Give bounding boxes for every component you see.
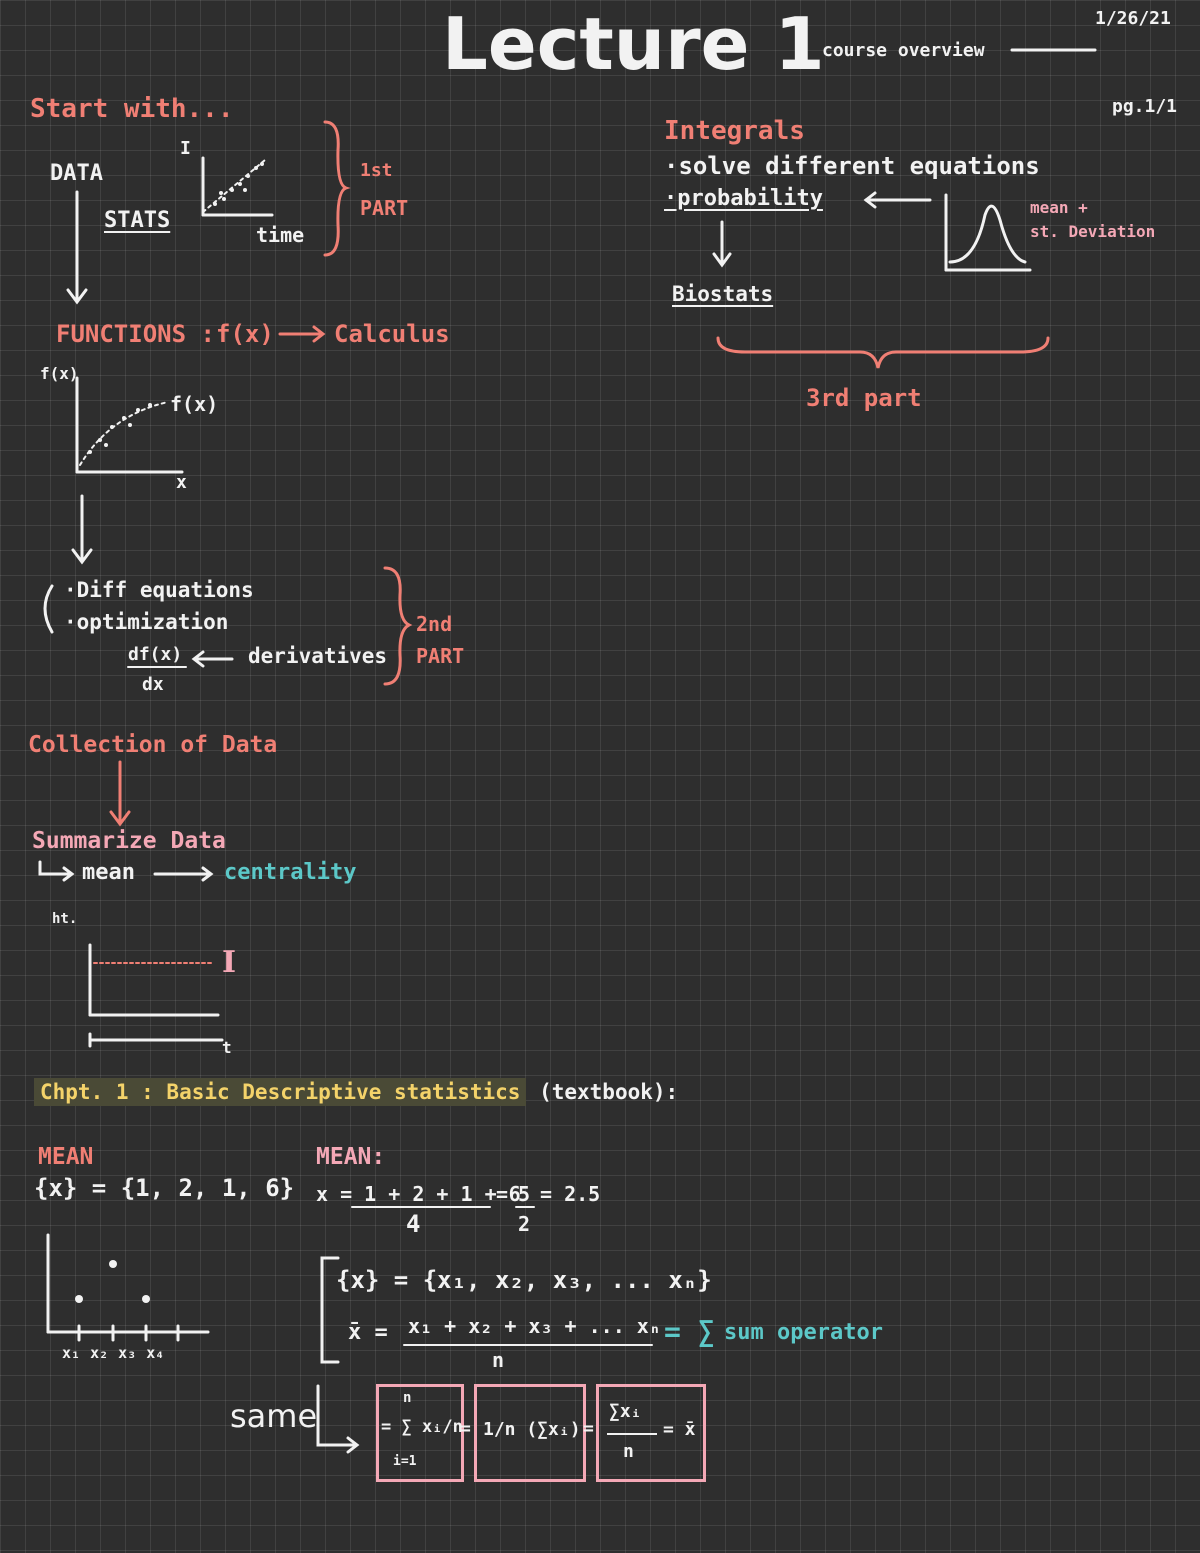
t-axis-label: t (222, 1038, 232, 1057)
general-set: {x} = {x₁, x₂, x₃, ... xₙ} (336, 1266, 712, 1294)
part2-number: 2nd (416, 612, 453, 636)
graph-fx-curve-label: f(x) (170, 392, 219, 416)
chapter-heading: Chpt. 1 : Basic Descriptive statistics (… (34, 1078, 679, 1106)
fx-label: f(x) (216, 320, 274, 348)
part1-number: 1st (360, 160, 393, 181)
box3-fraction-bar (607, 1433, 657, 1435)
box1-sigma-top: n (403, 1390, 412, 1406)
formula-box-1: n = ∑ xᵢ/n i=1 (376, 1384, 464, 1482)
box3-xbar: = x̄ (663, 1419, 696, 1440)
mean-calc-frac-num: 5 (518, 1182, 531, 1206)
mean-right-heading: MEAN: (316, 1144, 386, 1170)
mean-calc-equals: = (496, 1182, 509, 1206)
mean-left-heading: MEAN (38, 1144, 94, 1170)
optimization-item: ·optimization (64, 610, 229, 634)
axis-i-label: I (180, 138, 191, 159)
interval-symbol: I (222, 945, 237, 980)
equals-1: = (460, 1418, 471, 1439)
centrality-label: centrality (224, 860, 357, 885)
graph-fx-y-label: f(x) (40, 364, 79, 383)
mean-plus-label: mean + (1030, 198, 1088, 217)
same-label: same (230, 1397, 318, 1435)
summarize-heading: Summarize Data (32, 828, 226, 854)
formula-box-3: ∑xᵢ n = x̄ (596, 1384, 706, 1482)
page-subtitle: course overview (822, 40, 985, 61)
x-label-4: x₄ (146, 1344, 165, 1362)
mean-calc-result: = 2.5 (540, 1182, 601, 1206)
x-label-1: x₁ (62, 1344, 81, 1362)
axis-time-label: time (256, 223, 305, 247)
ht-axis-label: ht. (52, 911, 78, 927)
biostats-label: Biostats (672, 282, 774, 306)
mean-calc-denominator: 4 (406, 1210, 421, 1238)
data-label: DATA (50, 161, 103, 186)
stats-label: STATS (104, 208, 171, 233)
chapter-source: (textbook): (539, 1080, 679, 1104)
x-label-2: x₂ (90, 1344, 109, 1362)
probability-item: ·probability (664, 186, 823, 211)
collection-heading: Collection of Data (28, 732, 278, 758)
sum-operator-label: sum operator (724, 1320, 883, 1345)
part1-label: PART (360, 196, 409, 220)
part3-label: 3rd part (806, 384, 922, 412)
integrals-heading: Integrals (664, 116, 805, 146)
box3-denominator: n (623, 1441, 634, 1462)
box2-formula: 1/n (∑xᵢ) (483, 1419, 581, 1440)
part2-label: PART (416, 644, 465, 668)
page-title: Lecture 1 (442, 2, 825, 86)
xbar-label: x̄ = (348, 1320, 388, 1345)
dx-label: dx (142, 674, 164, 695)
dfx-label: df(x) (128, 644, 183, 665)
sum-symbol: = ∑ (664, 1315, 715, 1348)
solve-item: ·solve different equations (664, 152, 1040, 180)
box1-sigma-bottom: i=1 (393, 1454, 417, 1469)
sum-numerator: x₁ + x₂ + x₃ + ... xₙ (408, 1314, 661, 1338)
formula-box-2: 1/n (∑xᵢ) (474, 1384, 586, 1482)
equals-2: = (583, 1418, 594, 1439)
graph-x-label: x (176, 472, 187, 493)
x-label-3: x₃ (118, 1344, 137, 1362)
sum-denominator: n (492, 1348, 505, 1372)
functions-label: FUNCTIONS : (56, 320, 215, 348)
box3-numerator: ∑xᵢ (609, 1401, 642, 1422)
date-label: 1/26/21 (1095, 8, 1171, 29)
x-axis-labels: x₁ x₂ x₃ x₄ (62, 1346, 164, 1361)
chapter-title: Chpt. 1 : Basic Descriptive statistics (34, 1078, 527, 1106)
deviation-label: st. Deviation (1030, 222, 1156, 241)
box1-formula: = ∑ xᵢ/n (381, 1417, 463, 1437)
mean-calc-numerator: x = 1 + 2 + 1 + 6 (316, 1182, 521, 1206)
mean-set: {x} = {1, 2, 1, 6} (34, 1174, 295, 1202)
calculus-label: Calculus (334, 320, 450, 348)
derivatives-label: derivatives (248, 644, 388, 668)
start-with-heading: Start with... (30, 94, 234, 124)
mean-label: mean (82, 860, 135, 885)
mean-calc-frac-den: 2 (518, 1212, 531, 1236)
page-number: pg.1/1 (1112, 96, 1178, 117)
diff-equations-item: ·Diff equations (64, 578, 254, 602)
